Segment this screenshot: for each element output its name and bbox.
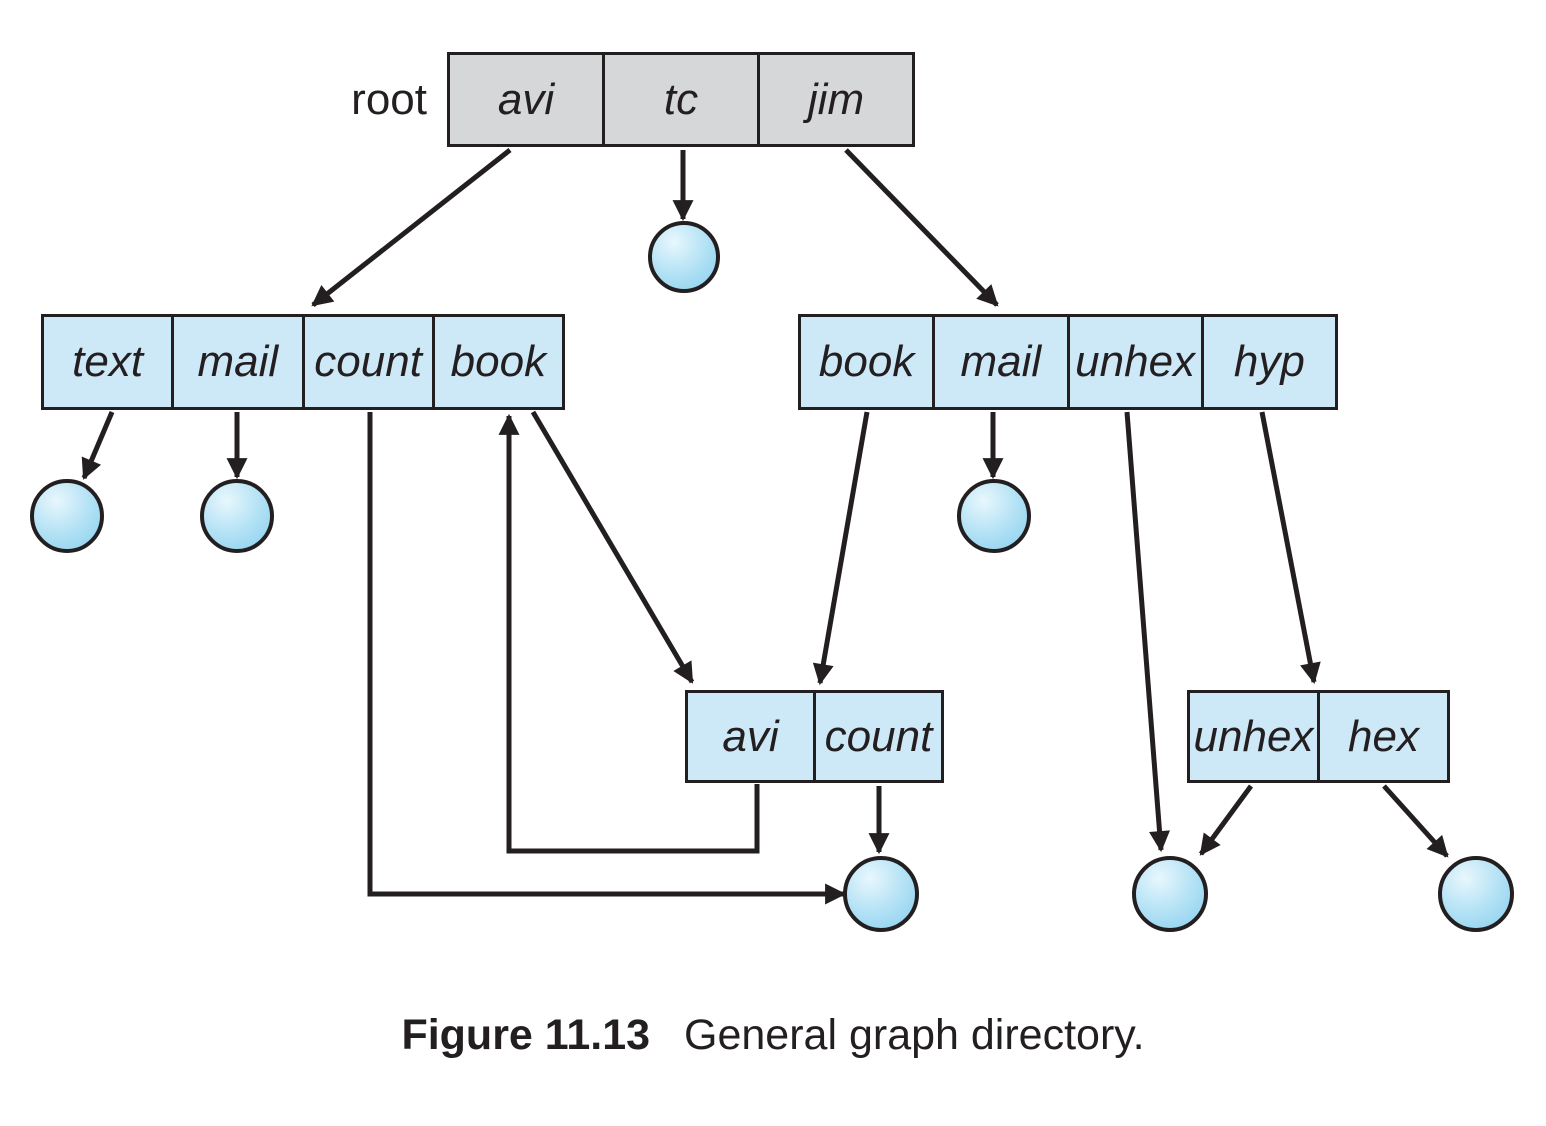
root-cell-avi: avi	[497, 74, 555, 124]
right-directory-table: book mail unhex hyp	[798, 314, 1338, 410]
root-cell-tc: tc	[602, 55, 757, 144]
left-cell-count: count	[301, 317, 432, 407]
root-directory-table: avi tc jim	[447, 52, 915, 147]
edge-root-jim-to-right-dir	[844, 148, 999, 307]
file-circle-icon	[1132, 856, 1208, 932]
left-cell-book: book	[431, 317, 562, 407]
edge-unhex-right-to-shared-file	[1124, 411, 1171, 853]
left-cell-text: text	[72, 337, 144, 386]
root-directory-label: root	[351, 74, 427, 124]
left-cell-mail: mail	[171, 317, 301, 407]
edge-count-left-to-shared-file	[367, 412, 847, 905]
figure-caption-number: Figure 11.13	[401, 1011, 651, 1059]
mid-directory-table: avi count	[685, 690, 944, 783]
mid-cell-avi: avi	[722, 711, 779, 761]
file-circle-icon	[648, 221, 720, 293]
right-cell-book: book	[818, 337, 915, 386]
edge-book-left-to-mid-dir	[530, 410, 695, 684]
figure-caption: Figure 11.13 General graph directory.	[0, 1012, 1546, 1058]
edge-hyp-to-bottom-dir	[1259, 411, 1321, 685]
edge-hex-to-file	[1382, 784, 1449, 858]
edge-book-right-to-mid-dir	[812, 411, 870, 686]
right-cell-hyp: hyp	[1200, 317, 1335, 407]
root-cell-jim: jim	[757, 55, 912, 144]
edge-unhex-bottom-to-shared-file	[1198, 784, 1254, 856]
bottom-cell-unhex: unhex	[1193, 711, 1314, 761]
file-circle-icon	[843, 856, 919, 932]
mid-cell-count: count	[813, 693, 941, 780]
figure-caption-text: General graph directory.	[684, 1011, 1145, 1059]
right-cell-mail: mail	[932, 317, 1066, 407]
file-circle-icon	[200, 479, 274, 553]
bottom-cell-hex: hex	[1317, 693, 1447, 780]
bottom-directory-table: unhex hex	[1187, 690, 1450, 783]
left-directory-table: text mail count book	[41, 314, 565, 410]
edge-text-to-file	[81, 411, 115, 480]
edge-root-avi-to-left-dir	[311, 148, 512, 307]
file-circle-icon	[30, 479, 104, 553]
file-circle-icon	[1438, 856, 1514, 932]
edge-avi-mid-to-book-left-cycle	[498, 413, 760, 854]
file-circle-icon	[957, 479, 1031, 553]
right-cell-unhex: unhex	[1066, 317, 1201, 407]
